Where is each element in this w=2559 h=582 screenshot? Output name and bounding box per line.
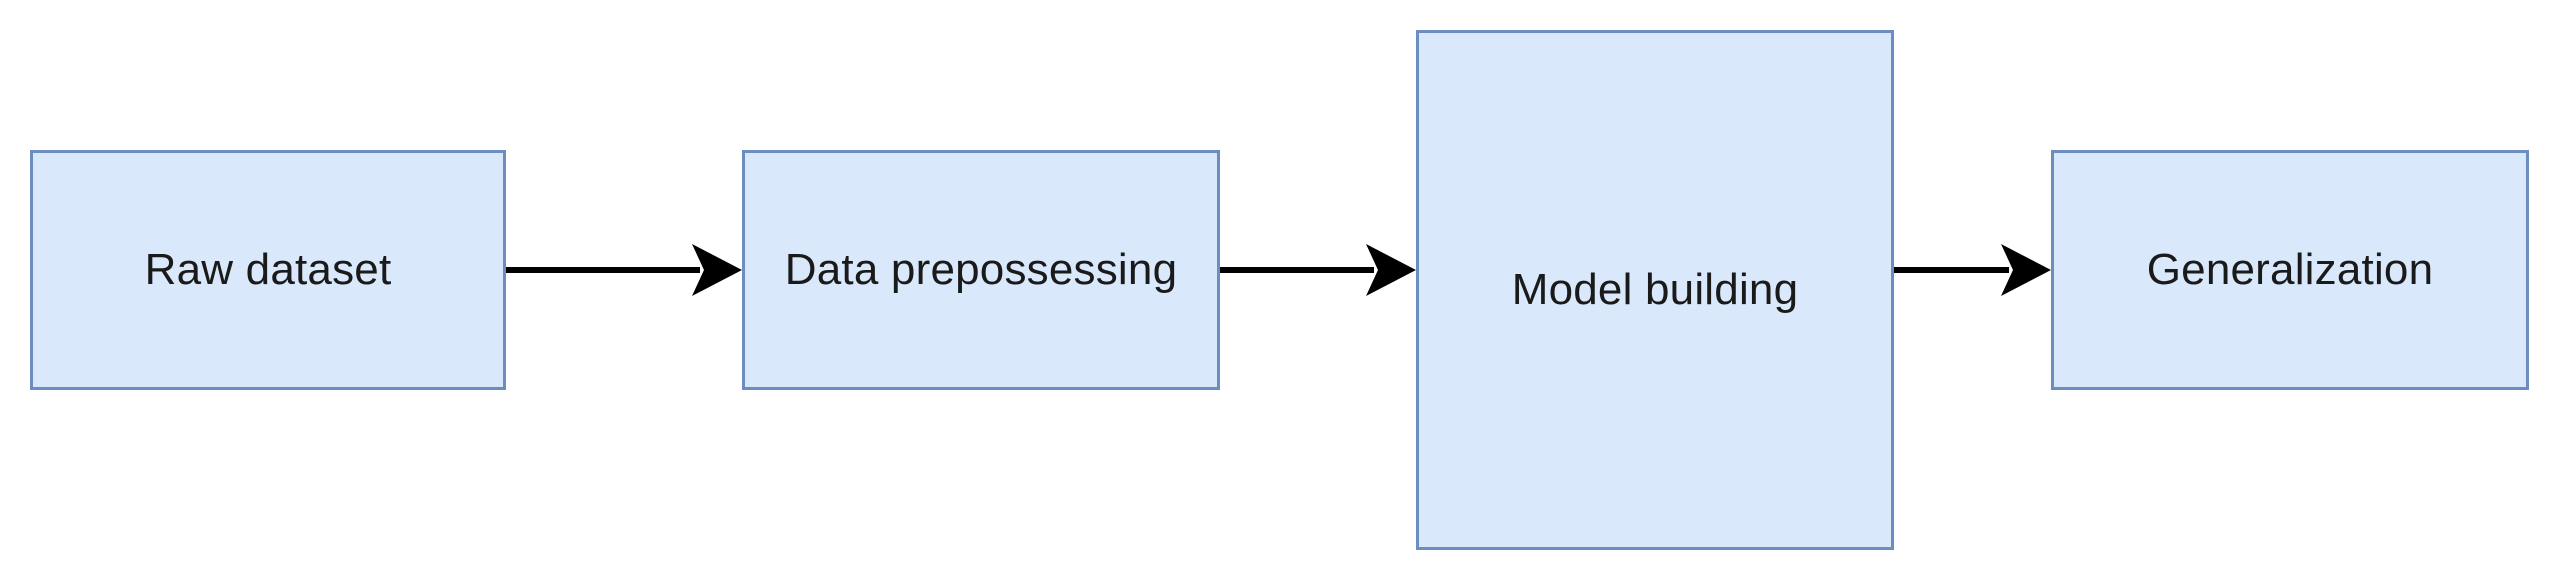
node-generalization-label: Generalization [2146,245,2434,294]
node-data-prepossessing-label: Data prepossessing [784,245,1178,294]
edge-model-to-general [1894,244,2051,296]
node-generalization: Generalization [2051,150,2529,390]
node-model-building: Model building [1416,30,1894,550]
node-raw-dataset-label: Raw dataset [144,245,392,294]
edge-prep-to-model [1220,244,1416,296]
node-model-building-label: Model building [1511,265,1799,314]
node-raw-dataset: Raw dataset [30,150,506,390]
node-data-prepossessing: Data prepossessing [742,150,1220,390]
edge-raw-to-prep [506,244,742,296]
